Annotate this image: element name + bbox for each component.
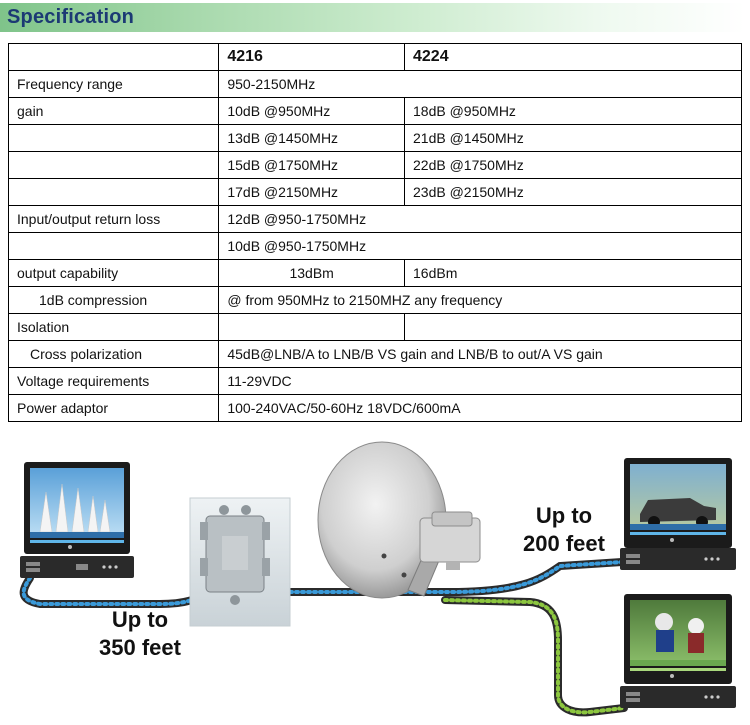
- table-header-row: 4216 4224: [7, 43, 742, 71]
- splitter-device: [189, 497, 291, 627]
- value-4216: 13dBm: [218, 259, 405, 287]
- table-row: 1dB compression @ from 950MHz to 2150MHZ…: [7, 286, 742, 314]
- value-4216: [218, 313, 405, 341]
- specification-table: 4216 4224 Frequency range 950-2150MHz ga…: [7, 43, 742, 422]
- value-4224: 21dB @1450MHz: [404, 124, 742, 152]
- table-row: Isolation: [7, 313, 742, 341]
- row-value: 100-240VAC/50-60Hz 18VDC/600mA: [218, 394, 742, 422]
- row-label: Isolation: [7, 313, 220, 341]
- table-row: Frequency range 950-2150MHz: [7, 70, 742, 98]
- table-row: output capability 13dBm 16dBm: [7, 259, 742, 287]
- row-label: Cross polarization: [7, 340, 220, 368]
- table-row: gain 10dB @950MHz 18dB @950MHz: [7, 97, 742, 125]
- row-value: 10dB @950-1750MHz: [218, 232, 742, 260]
- row-label: [7, 232, 220, 260]
- row-label: gain: [7, 97, 220, 125]
- section-title: Specification: [7, 6, 135, 28]
- row-value: @ from 950MHz to 2150MHZ any frequency: [218, 286, 742, 314]
- row-label: Power adaptor: [7, 394, 220, 422]
- row-value: 950-2150MHz: [218, 70, 742, 98]
- row-value: 45dB@LNB/A to LNB/B VS gain and LNB/B to…: [218, 340, 742, 368]
- satellite-dish: [317, 441, 481, 599]
- column-header-empty: [7, 43, 220, 71]
- row-label: [7, 124, 220, 152]
- row-label: [7, 178, 220, 206]
- value-4224: 23dB @2150MHz: [404, 178, 742, 206]
- table-row: 13dB @1450MHz 21dB @1450MHz: [7, 124, 742, 152]
- table-row: 10dB @950-1750MHz: [7, 232, 742, 260]
- table-row: 17dB @2150MHz 23dB @2150MHz: [7, 178, 742, 206]
- distance-label-right: Up to 200 feet: [523, 503, 605, 556]
- table-row: Input/output return loss 12dB @950-1750M…: [7, 205, 742, 233]
- cable-blue-right: [286, 558, 626, 596]
- value-4216: 17dB @2150MHz: [218, 178, 405, 206]
- tv-right-top: [620, 458, 736, 570]
- row-label: 1dB compression: [7, 286, 220, 314]
- table-row: Power adaptor 100-240VAC/50-60Hz 18VDC/6…: [7, 394, 742, 422]
- row-label: Voltage requirements: [7, 367, 220, 395]
- table-row: Cross polarization 45dB@LNB/A to LNB/B V…: [7, 340, 742, 368]
- installation-diagram: Up to 350 feet Up to 200 feet: [0, 440, 750, 720]
- value-4216: 15dB @1750MHz: [218, 151, 405, 179]
- table-row: Voltage requirements 11-29VDC: [7, 367, 742, 395]
- tv-left: [20, 462, 134, 578]
- cable-green: [441, 596, 628, 717]
- value-4224: 22dB @1750MHz: [404, 151, 742, 179]
- row-label: Frequency range: [7, 70, 220, 98]
- row-value: 11-29VDC: [218, 367, 742, 395]
- column-header-4224: 4224: [404, 43, 742, 71]
- diagram-illustration: [19, 441, 736, 717]
- row-label: Input/output return loss: [7, 205, 220, 233]
- value-4224: 16dBm: [404, 259, 742, 287]
- table-row: 15dB @1750MHz 22dB @1750MHz: [7, 151, 742, 179]
- tv-right-bottom: [620, 594, 736, 708]
- section-header: Specification: [0, 3, 745, 32]
- column-header-4216: 4216: [218, 43, 405, 71]
- distance-label-left: Up to 350 feet: [99, 607, 181, 660]
- value-4224: [404, 313, 742, 341]
- value-4224: 18dB @950MHz: [404, 97, 742, 125]
- value-4216: 13dB @1450MHz: [218, 124, 405, 152]
- row-label: [7, 151, 220, 179]
- value-4216: 10dB @950MHz: [218, 97, 405, 125]
- row-label: output capability: [7, 259, 220, 287]
- row-value: 12dB @950-1750MHz: [218, 205, 742, 233]
